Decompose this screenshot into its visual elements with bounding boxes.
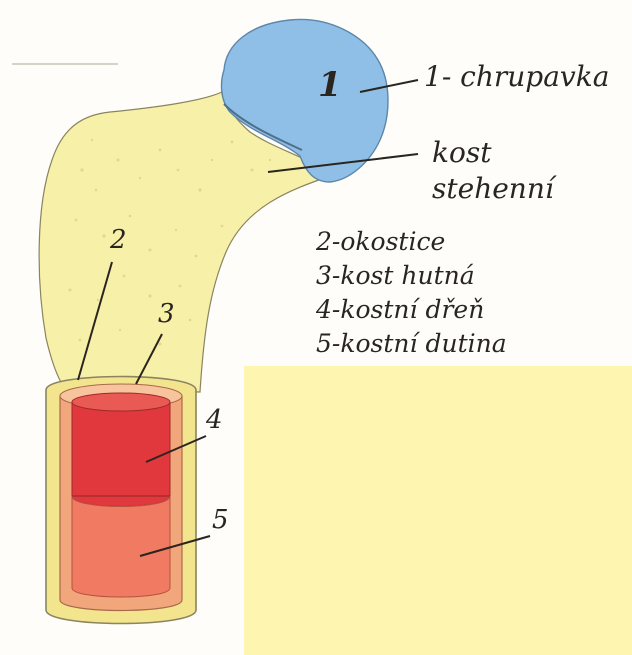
label-number-5: 5 — [212, 505, 229, 535]
legend-item-2: 2-okostice — [315, 227, 445, 256]
label-number-1: 1 — [318, 65, 342, 105]
bone-marrow — [72, 402, 170, 507]
bone-shaft-section — [46, 377, 196, 624]
marrow-top — [72, 393, 170, 411]
label-number-4: 4 — [205, 405, 223, 435]
label-number-2: 2 — [109, 225, 127, 255]
label-cartilage: 1- chrupavka — [424, 60, 609, 93]
legend: 2-okostice 3-kost hutná 4-kostní dřeň 5-… — [315, 227, 507, 358]
overlay-patch — [244, 366, 632, 655]
legend-item-5: 5-kostní dutina — [316, 329, 507, 358]
bone-cavity — [72, 496, 170, 597]
label-femur-line1: kost — [432, 136, 492, 169]
legend-item-4: 4-kostní dřeň — [315, 295, 484, 324]
legend-item-3: 3-kost hutná — [316, 261, 475, 290]
label-femur-line2: stehenní — [432, 172, 557, 205]
label-number-3: 3 — [158, 299, 175, 329]
